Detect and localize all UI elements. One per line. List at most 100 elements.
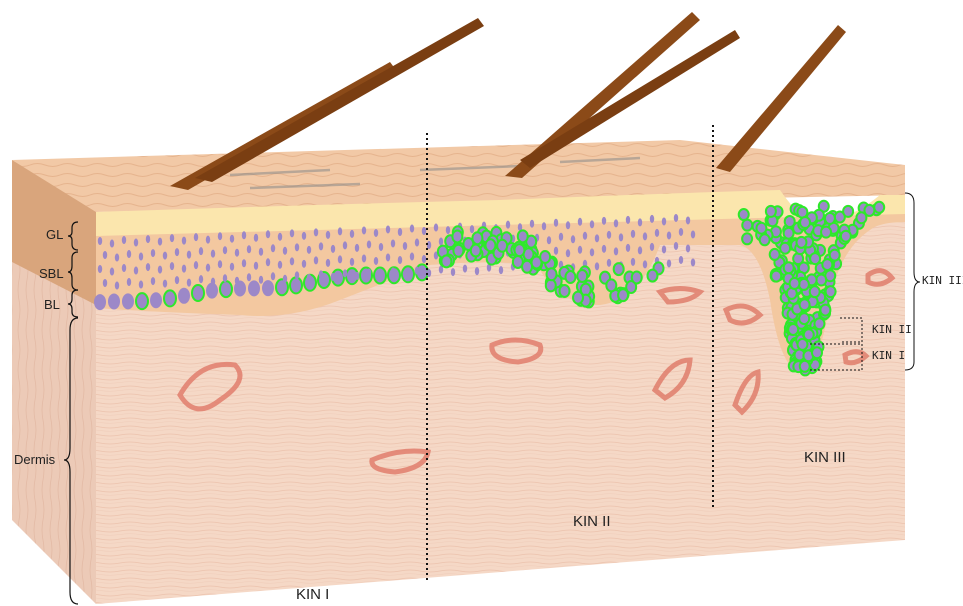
dysplastic-cell-icon xyxy=(547,268,557,280)
basal-cell-icon xyxy=(422,227,426,235)
basal-cell-icon xyxy=(175,276,179,284)
basal-cell-icon xyxy=(559,233,563,241)
dysplastic-cell-icon xyxy=(843,206,853,217)
dysplastic-cell-icon xyxy=(825,213,835,224)
basal-cell-icon xyxy=(602,245,606,253)
basal-cell-icon xyxy=(338,255,342,263)
basal-cell-icon xyxy=(235,249,239,257)
basal-cell-icon xyxy=(386,253,390,261)
dysplastic-cell-icon xyxy=(560,285,570,297)
basal-cell-icon xyxy=(262,280,274,296)
dysplastic-cell-icon xyxy=(192,285,204,301)
basal-cell-icon xyxy=(571,235,575,243)
basal-cell-icon xyxy=(139,281,143,289)
basal-cell-icon xyxy=(391,267,395,275)
basal-cell-icon xyxy=(235,277,239,285)
basal-cell-icon xyxy=(626,244,630,252)
basal-cell-icon xyxy=(691,230,695,238)
basal-cell-icon xyxy=(451,268,455,276)
sbl-label: SBL xyxy=(39,266,64,281)
basal-cell-icon xyxy=(595,262,599,270)
dysplastic-cell-icon xyxy=(471,245,481,257)
dysplastic-cell-icon xyxy=(453,245,463,257)
basal-cell-icon xyxy=(199,247,203,255)
dysplastic-cell-icon xyxy=(822,259,832,270)
dysplastic-cell-icon xyxy=(796,237,806,248)
basal-cell-icon xyxy=(98,265,102,273)
dysplastic-cell-icon xyxy=(546,279,556,291)
basal-cell-icon xyxy=(122,264,126,272)
basal-cell-icon xyxy=(194,233,198,241)
basal-cell-icon xyxy=(422,255,426,263)
basal-cell-icon xyxy=(150,292,162,308)
basal-cell-icon xyxy=(367,240,371,248)
dysplastic-cell-icon xyxy=(497,240,507,252)
dysplastic-cell-icon xyxy=(784,228,794,239)
basal-cell-icon xyxy=(218,232,222,240)
basal-cell-icon xyxy=(367,268,371,276)
basal-cell-icon xyxy=(614,247,618,255)
basal-cell-icon xyxy=(158,238,162,246)
dysplastic-cell-icon xyxy=(841,231,851,242)
dermis-label: Dermis xyxy=(14,452,55,467)
basal-cell-icon xyxy=(247,245,251,253)
basal-cell-icon xyxy=(302,232,306,240)
dysplastic-cell-icon xyxy=(788,324,798,335)
basal-cell-icon xyxy=(398,256,402,264)
basal-cell-icon xyxy=(134,267,138,275)
dysplastic-cell-icon xyxy=(518,230,528,242)
kin3-region-label: KIN III xyxy=(804,449,846,466)
basal-cell-icon xyxy=(638,218,642,226)
basal-cell-icon xyxy=(590,248,594,256)
basal-cell-icon xyxy=(211,250,215,258)
basal-cell-icon xyxy=(127,250,131,258)
basal-cell-icon xyxy=(331,245,335,253)
basal-cell-icon xyxy=(175,248,179,256)
basal-cell-icon xyxy=(638,246,642,254)
basal-cell-icon xyxy=(595,234,599,242)
basal-cell-icon xyxy=(283,275,287,283)
basal-cell-icon xyxy=(170,234,174,242)
basal-cell-icon xyxy=(643,260,647,268)
dysplastic-cell-icon xyxy=(742,220,752,231)
basal-cell-icon xyxy=(178,288,190,304)
basal-cell-icon xyxy=(427,241,431,249)
dysplastic-cell-icon xyxy=(799,313,809,324)
dysplastic-cell-icon xyxy=(577,270,587,282)
basal-cell-icon xyxy=(278,261,282,269)
basal-cell-icon xyxy=(199,275,203,283)
basal-cell-icon xyxy=(667,259,671,267)
basal-cell-icon xyxy=(206,264,210,272)
dysplastic-cell-icon xyxy=(452,230,462,242)
basal-cell-icon xyxy=(415,239,419,247)
basal-cell-icon xyxy=(295,271,299,279)
basal-cell-icon xyxy=(271,244,275,252)
basal-cell-icon xyxy=(278,233,282,241)
basal-cell-icon xyxy=(542,222,546,230)
basal-cell-icon xyxy=(103,251,107,259)
basal-cell-icon xyxy=(410,253,414,261)
basal-cell-icon xyxy=(290,257,294,265)
basal-cell-icon xyxy=(343,241,347,249)
basal-cell-icon xyxy=(662,245,666,253)
basal-cell-icon xyxy=(398,228,402,236)
dysplastic-cell-icon xyxy=(812,347,822,358)
basal-cell-icon xyxy=(403,242,407,250)
basal-cell-icon xyxy=(679,256,683,264)
basal-cell-icon xyxy=(211,278,215,286)
basal-cell-icon xyxy=(650,243,654,251)
basal-cell-icon xyxy=(446,226,450,234)
basal-cell-icon xyxy=(314,228,318,236)
basal-cell-icon xyxy=(619,233,623,241)
basal-cell-icon xyxy=(259,248,263,256)
dysplastic-cell-icon xyxy=(472,232,482,244)
basal-cell-icon xyxy=(295,243,299,251)
basal-cell-icon xyxy=(362,254,366,262)
basal-cell-icon xyxy=(631,230,635,238)
basal-cell-icon xyxy=(110,268,114,276)
basal-cell-icon xyxy=(115,254,119,262)
curly-brace-icon xyxy=(905,193,920,370)
basal-cell-icon xyxy=(98,237,102,245)
basal-cell-icon xyxy=(110,240,114,248)
